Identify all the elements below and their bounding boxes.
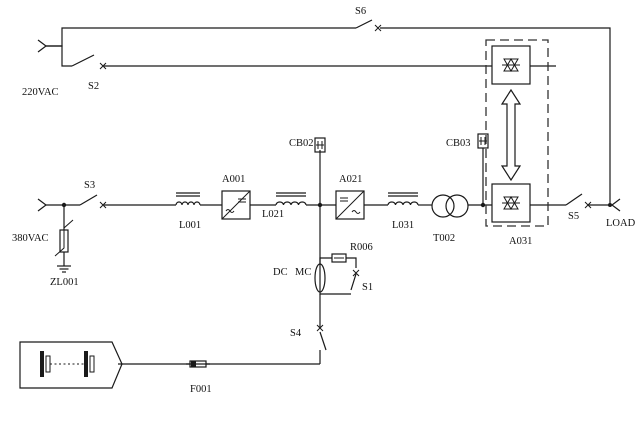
switch-s6: [355, 19, 382, 32]
precharge-branch: [314, 253, 360, 295]
label-s6: S6: [355, 6, 366, 17]
label-zl001: ZL001: [50, 277, 79, 288]
label-load: LOAD: [606, 218, 636, 229]
label-s4: S4: [290, 328, 302, 339]
label-r006: R006: [350, 242, 373, 253]
bypass-line-s6: [46, 27, 611, 205]
label-a031: A031: [509, 236, 532, 247]
switch-s3: [79, 194, 107, 209]
switch-s5: [565, 193, 592, 209]
breaker-cb03: [477, 133, 489, 208]
input-380vac-terminal: [37, 198, 47, 212]
converter-a001: [221, 190, 251, 220]
label-s2: S2: [88, 81, 99, 92]
label-cb03: CB03: [446, 138, 471, 149]
bypass-line-s2: [46, 45, 556, 67]
output-load-terminal: [608, 198, 621, 212]
switch-s2: [71, 54, 107, 70]
label-380vac: 380VAC: [12, 233, 49, 244]
label-s5: S5: [568, 211, 579, 222]
label-s1: S1: [362, 282, 373, 293]
inductor-l031: [387, 192, 419, 206]
label-l021: L021: [262, 209, 284, 220]
dc-link-node: [317, 150, 323, 270]
label-f001: F001: [190, 384, 212, 395]
label-220vac: 220VAC: [22, 87, 59, 98]
inductor-l021: [275, 192, 307, 206]
switch-s4: [316, 294, 327, 364]
label-a021: A021: [339, 174, 362, 185]
label-l001: L001: [179, 220, 201, 231]
breaker-cb02: [314, 137, 326, 153]
battery-unit: [19, 341, 123, 389]
input-220vac-terminal: [37, 39, 47, 53]
varistor-zl001: [54, 202, 74, 273]
transformer-t002: [431, 194, 469, 218]
fuse-f001: [186, 360, 210, 368]
label-l031: L031: [392, 220, 414, 231]
label-t002: T002: [433, 233, 455, 244]
converter-a021: [335, 190, 365, 220]
label-a001: A001: [222, 174, 245, 185]
inductor-l001: [175, 192, 201, 206]
label-dc: DC: [273, 267, 288, 278]
static-switch-a031: [485, 39, 549, 227]
label-cb02: CB02: [289, 138, 314, 149]
label-mc: MC: [295, 267, 311, 278]
label-s3: S3: [84, 180, 95, 191]
